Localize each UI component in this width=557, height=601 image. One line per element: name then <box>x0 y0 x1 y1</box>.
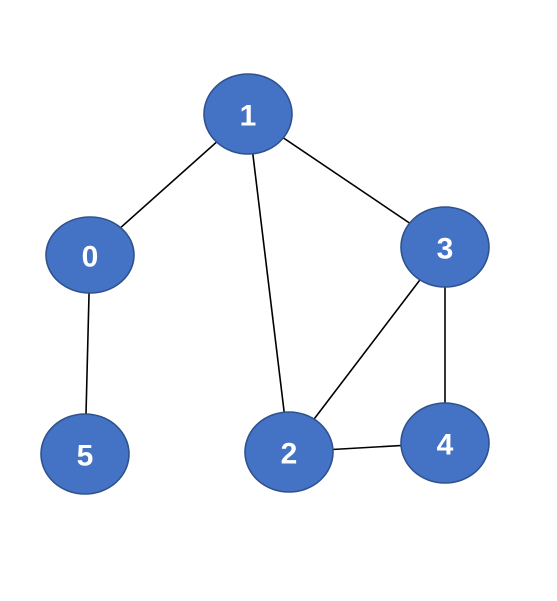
nodes-layer: 0 1 2 3 4 5 <box>40 73 490 495</box>
node-label-5: 5 <box>77 440 94 473</box>
node-circle-2 <box>244 411 334 493</box>
node-circle-3 <box>400 206 490 288</box>
node-1: 1 <box>203 73 293 155</box>
node-label-2: 2 <box>281 438 298 471</box>
node-3: 3 <box>400 206 490 288</box>
edge-3-2 <box>288 246 446 453</box>
node-label-0: 0 <box>82 241 99 274</box>
node-5: 5 <box>40 413 130 495</box>
node-label-4: 4 <box>437 429 454 462</box>
node-0: 0 <box>45 216 135 294</box>
node-circle-1 <box>203 73 293 155</box>
node-4: 4 <box>400 402 490 484</box>
edges-layer <box>84 113 446 455</box>
node-circle-0 <box>45 216 135 294</box>
node-2: 2 <box>244 411 334 493</box>
node-circle-5 <box>40 413 130 495</box>
node-label-3: 3 <box>437 233 454 266</box>
node-label-1: 1 <box>240 100 257 133</box>
node-circle-4 <box>400 402 490 484</box>
edge-1-2 <box>247 113 290 453</box>
